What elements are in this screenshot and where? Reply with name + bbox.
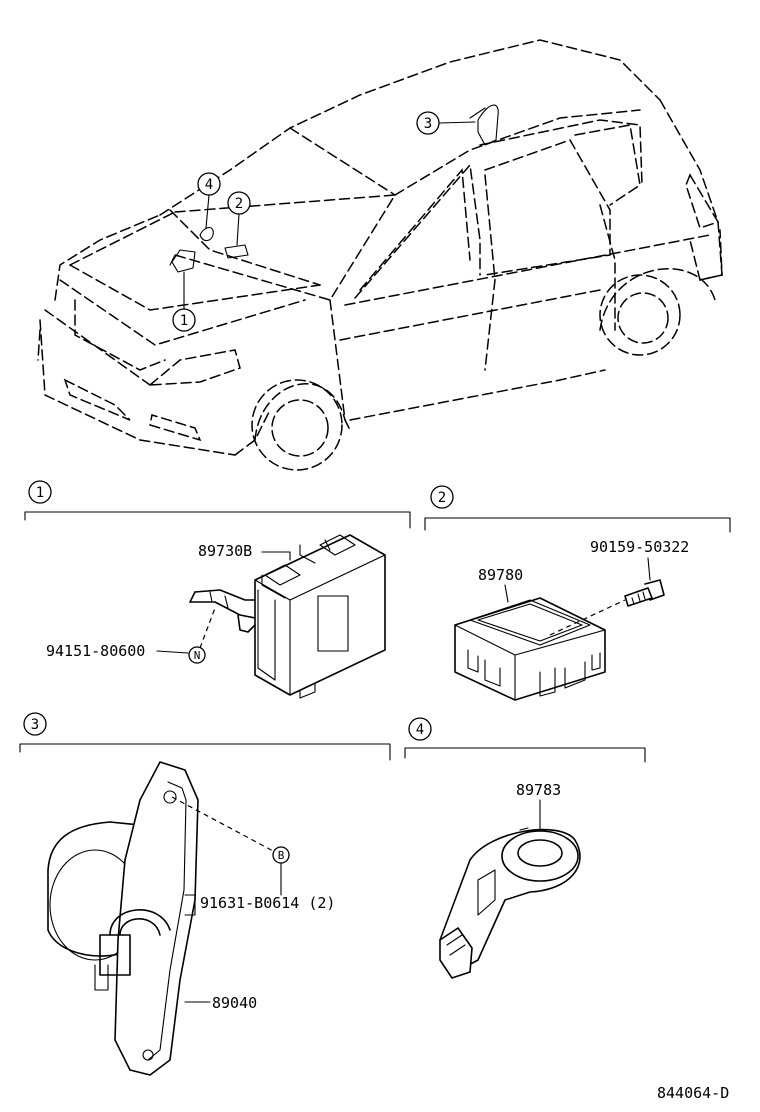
label-94151-80600: 94151-80600 <box>46 642 145 660</box>
section-3-number: 3 <box>31 717 39 733</box>
label-90159-50322: 90159-50322 <box>590 538 689 556</box>
section-2-number: 2 <box>438 490 446 506</box>
module-89780 <box>454 597 606 701</box>
callout-2: 2 <box>227 191 251 246</box>
callout-3: 3 <box>416 111 476 135</box>
label-89040: 89040 <box>212 994 257 1012</box>
section-1: 1 89730B N 94151-80600 <box>24 480 411 699</box>
ecu-89730b <box>254 534 386 699</box>
nut-symbol: N <box>194 649 201 662</box>
label-89780: 89780 <box>478 566 523 584</box>
callout-4-label: 4 <box>205 177 213 193</box>
callout-1-label: 1 <box>180 313 188 329</box>
bolt-90159 <box>549 579 665 636</box>
section-4-number: 4 <box>416 722 424 738</box>
car-overview <box>37 39 723 471</box>
sensor-89783 <box>439 827 581 979</box>
horn-89040 <box>47 761 199 1076</box>
section-3: 3 B 91631-B0614 (2) 89040 <box>19 712 391 1076</box>
callout-3-label: 3 <box>424 116 432 132</box>
section-1-number: 1 <box>36 485 44 501</box>
label-91631-b0614: 91631-B0614 (2) <box>200 894 335 912</box>
section-2: 2 89780 90159-50322 <box>424 485 731 701</box>
callout-1: 1 <box>172 271 196 332</box>
bolt-symbol: B <box>278 849 285 862</box>
label-89783: 89783 <box>516 781 561 799</box>
label-89730b: 89730B <box>198 542 252 560</box>
diagram-id: 844064-D <box>657 1084 729 1102</box>
bracket <box>189 589 256 633</box>
callout-2-label: 2 <box>235 196 243 212</box>
callout-4: 4 <box>197 172 221 229</box>
section-4: 4 89783 <box>404 717 646 979</box>
